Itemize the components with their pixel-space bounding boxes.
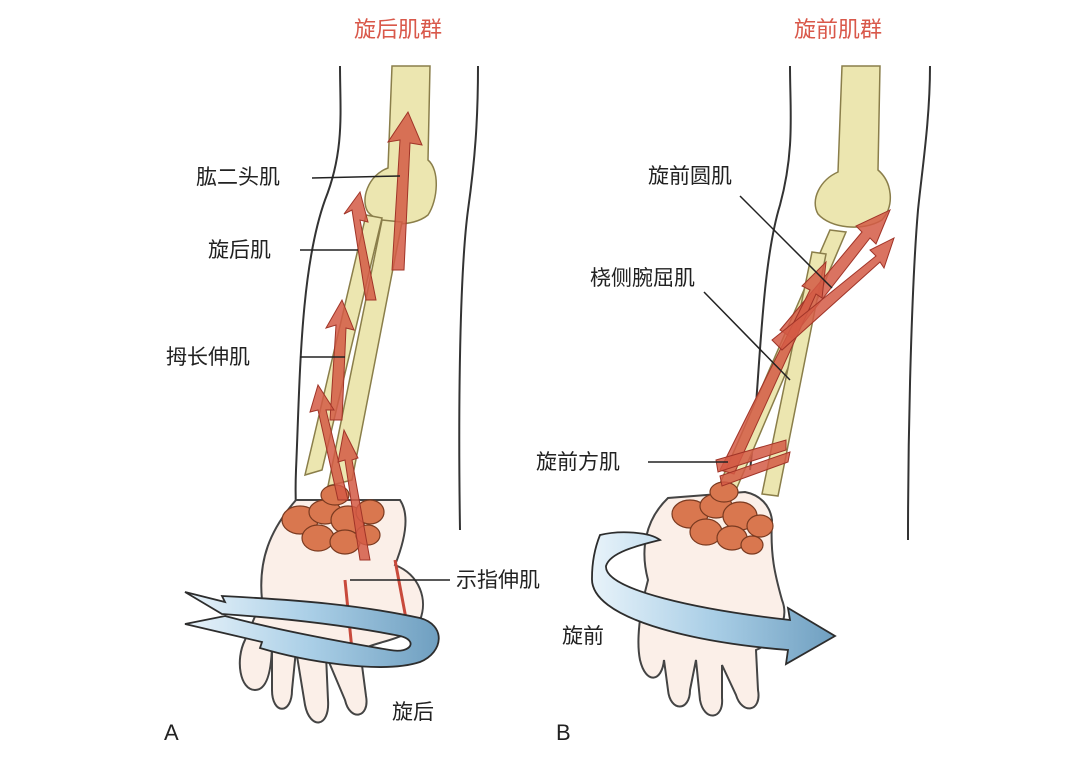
panel-a-title: 旋后肌群 (354, 20, 442, 42)
humerus-bone-b (815, 66, 890, 227)
label-supination: 旋后 (392, 702, 434, 723)
label-pronator-teres: 旋前圆肌 (648, 166, 732, 187)
panel-a-letter: A (164, 722, 179, 744)
panel-b-letter: B (556, 722, 571, 744)
label-fcr: 桡侧腕屈肌 (590, 268, 695, 289)
label-pronation: 旋前 (562, 626, 604, 647)
panel-b (592, 66, 930, 716)
panel-b-title: 旋前肌群 (794, 20, 882, 42)
label-epl: 拇长伸肌 (166, 347, 250, 368)
label-supinator: 旋后肌 (208, 240, 271, 261)
label-biceps: 肱二头肌 (196, 167, 280, 188)
label-pronator-quadratus: 旋前方肌 (536, 452, 620, 473)
label-extensor-indicis: 示指伸肌 (456, 570, 540, 591)
arm-outline-a (296, 66, 478, 560)
